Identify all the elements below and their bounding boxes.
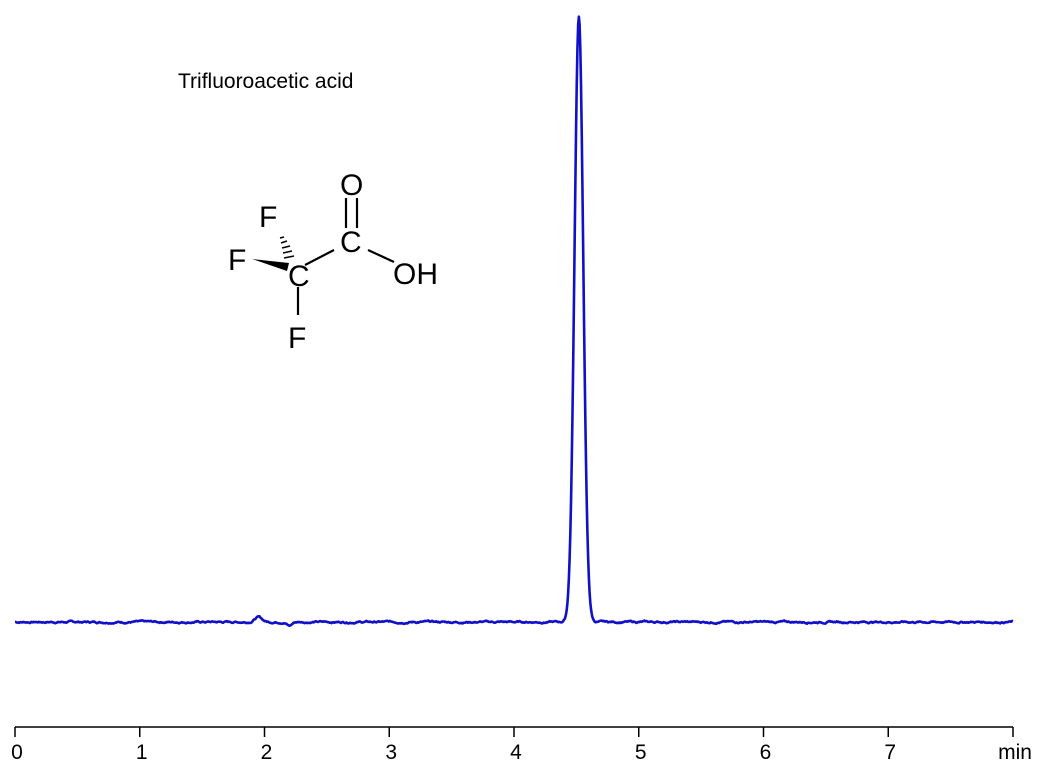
x-axis: 0 1 2 3 4 5 6 7 min: [11, 726, 1032, 763]
atom-fluorine-bottom: F: [288, 322, 306, 355]
atom-oxygen-top: O: [340, 169, 363, 202]
x-tick-label-4: 4: [510, 741, 522, 763]
x-tick-label-7: 7: [884, 741, 896, 763]
x-tick-label-5: 5: [635, 741, 647, 763]
atom-fluorine-top: F: [259, 201, 277, 234]
x-tick-label-6: 6: [760, 741, 772, 763]
atom-carbon-cf3: C: [288, 260, 310, 293]
bond-c-c: [304, 249, 335, 266]
atom-carbon-carboxyl: C: [340, 226, 362, 259]
x-tick-label-0: 0: [11, 741, 23, 763]
x-tick-label-1: 1: [136, 741, 148, 763]
molecule-structure: [279, 198, 395, 315]
chromatogram-trace: [14, 15, 1014, 628]
bond-c-oh: [367, 249, 395, 263]
bond-c-f-wedge: [252, 259, 289, 271]
atom-hydroxyl: OH: [393, 258, 438, 291]
atom-fluorine-left: F: [228, 244, 246, 277]
x-tick-label-2: 2: [261, 741, 273, 763]
x-tick-label-3: 3: [385, 741, 397, 763]
x-axis-label: min: [998, 741, 1032, 763]
bond-c-f-hashed: [279, 236, 295, 259]
chart-title: Trifluoroacetic acid: [178, 70, 353, 93]
